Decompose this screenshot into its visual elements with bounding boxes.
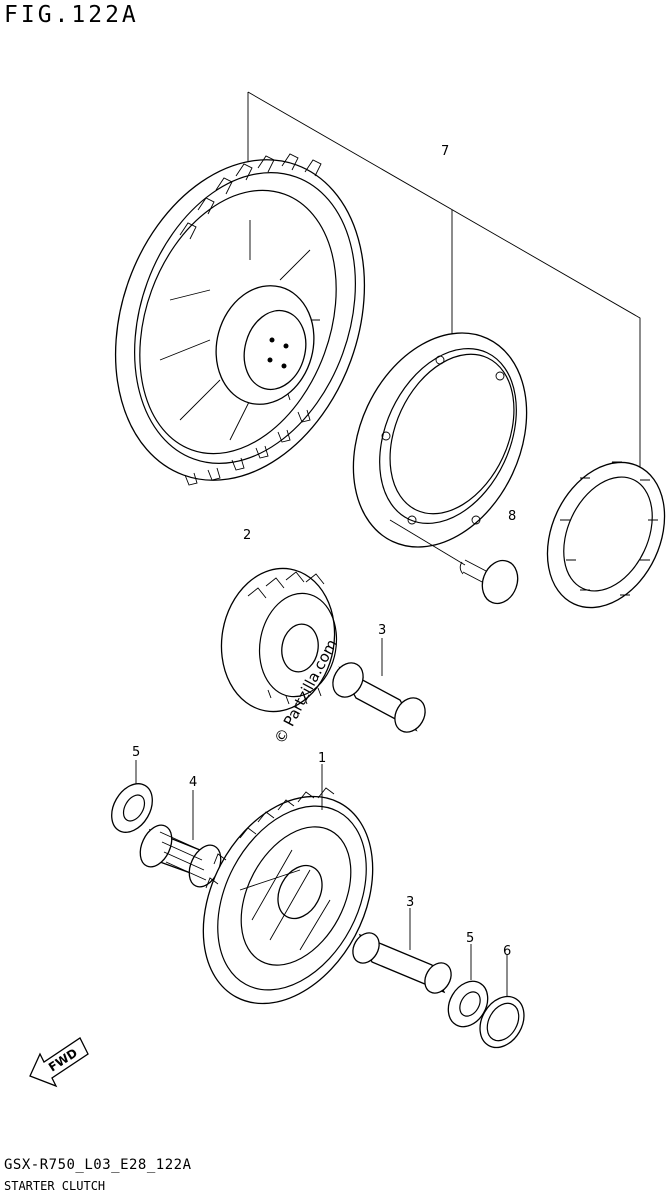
idle-gear-shaft-upper[interactable] <box>327 638 431 738</box>
figure-name: STARTER CLUTCH <box>4 1179 106 1193</box>
figure-code: GSX-R750_L03_E28_122A <box>4 1157 192 1173</box>
callout-8: 8 <box>508 509 516 524</box>
circlip[interactable] <box>471 955 533 1055</box>
fwd-arrow-icon: FWD <box>29 1037 89 1088</box>
gear-teeth <box>179 153 322 486</box>
figure-title: FIG.122A <box>4 2 139 28</box>
one-way-clutch[interactable] <box>525 443 672 626</box>
callout-1: 1 <box>318 751 326 766</box>
washer-upper[interactable] <box>103 760 160 840</box>
callout-3a: 3 <box>378 623 386 638</box>
callout-labels: 7 2 8 3 5 4 1 3 5 6 <box>132 144 516 959</box>
starter-driven-gear[interactable] <box>73 125 408 516</box>
callout-7: 7 <box>441 144 449 159</box>
callout-2: 2 <box>243 528 251 543</box>
housing-bolt[interactable] <box>389 519 523 608</box>
idle-gear[interactable] <box>210 559 345 720</box>
needle-bearing[interactable] <box>134 790 227 892</box>
callout-5b: 5 <box>466 931 474 946</box>
callout-4: 4 <box>189 775 197 790</box>
idle-gear-shaft-lower[interactable] <box>348 908 457 998</box>
callout-6: 6 <box>503 944 511 959</box>
starter-clutch-housing[interactable] <box>320 305 560 576</box>
callout-5a: 5 <box>132 745 140 760</box>
starter-idle-gear[interactable] <box>169 764 406 1033</box>
callout-3b: 3 <box>406 895 414 910</box>
